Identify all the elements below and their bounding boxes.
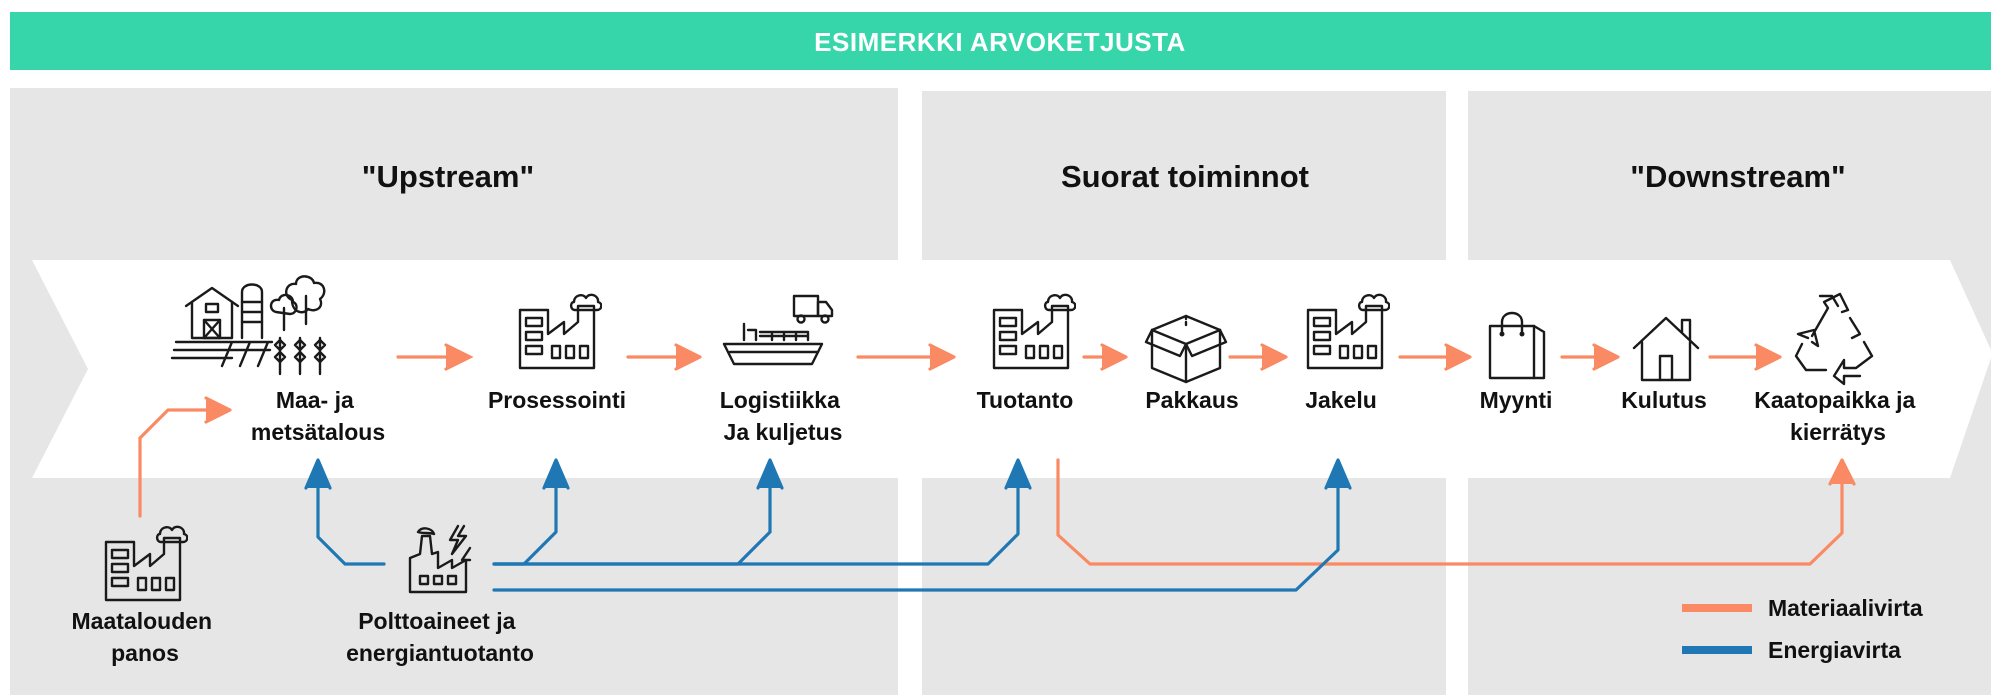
arrow-energy-to-distribution bbox=[492, 474, 1340, 592]
material-flow bbox=[138, 343, 1856, 566]
step-distribution-label: Jakelu bbox=[1305, 387, 1377, 413]
step-production-label: Tuotanto bbox=[977, 387, 1074, 413]
step-landfill-recycling-label: Kaatopaikka ja kierrätys bbox=[1754, 387, 1921, 445]
ship-truck-icon bbox=[722, 294, 834, 366]
arrow-energy-to-agri bbox=[316, 474, 386, 566]
section-upstream-title: "Upstream" bbox=[362, 159, 534, 194]
box-icon bbox=[1144, 314, 1228, 384]
step-processing-label: Prosessointi bbox=[488, 387, 626, 413]
step-packaging-label: Pakkaus bbox=[1145, 387, 1238, 413]
arrow-agri-inputs-to-agri bbox=[138, 408, 222, 518]
step-consumption-label: Kulutus bbox=[1621, 387, 1707, 413]
section-downstream-title: "Downstream" bbox=[1630, 159, 1845, 194]
header-banner bbox=[10, 12, 1991, 70]
house-icon bbox=[1632, 316, 1700, 382]
section-direct-title: Suorat toiminnot bbox=[1061, 159, 1309, 194]
legend-energy-label: Energiavirta bbox=[1768, 637, 1901, 663]
step-agri-forestry-label: Maa- ja metsätalous bbox=[251, 387, 385, 445]
legend-material-label: Materiaalivirta bbox=[1768, 595, 1923, 621]
legend: Materiaalivirta Energiavirta bbox=[1682, 595, 1923, 663]
arrow-energy-to-production bbox=[492, 474, 1020, 566]
farm-icon bbox=[170, 275, 327, 376]
arrow-production-to-landfill bbox=[1056, 458, 1844, 566]
energy-flow bbox=[304, 458, 1352, 592]
input-fuels-energy-label: Polttoaineet ja energiantuotanto bbox=[346, 608, 534, 666]
step-sales-label: Myynti bbox=[1480, 387, 1553, 413]
input-agri-label: Maatalouden panos bbox=[72, 608, 219, 666]
step-logistics-label: Logistiikka Ja kuljetus bbox=[720, 387, 847, 445]
power-plant-icon bbox=[408, 524, 472, 594]
banner-title: ESIMERKKI ARVOKETJUSTA bbox=[814, 27, 1186, 57]
shopping-bag-icon bbox=[1488, 311, 1546, 380]
recycle-icon bbox=[1794, 292, 1874, 386]
